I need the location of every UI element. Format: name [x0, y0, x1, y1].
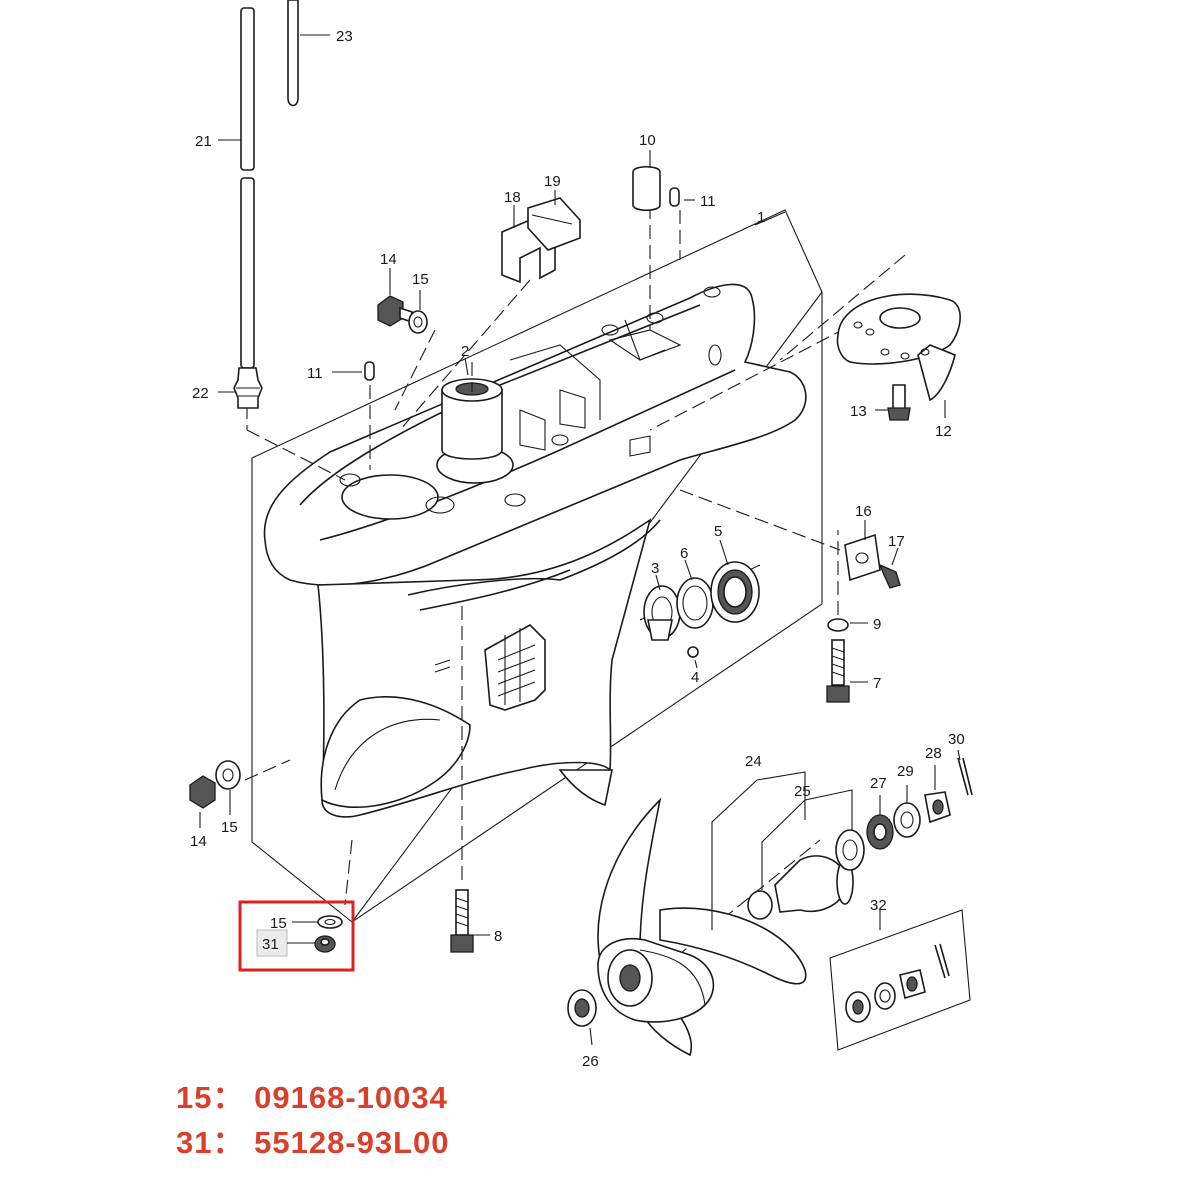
callout-8: 8: [494, 928, 502, 945]
callout-23: 23: [336, 28, 353, 45]
legend-part-number: 09168-10034: [254, 1080, 448, 1115]
callout-6: 6: [680, 545, 688, 562]
callout-11-left: 11: [307, 365, 323, 382]
callout-11-right: 11: [700, 193, 716, 210]
callout-labels: 1 2 3 4 5 6 7 8 9 10 11 11 12 13 14 14 1…: [190, 28, 965, 1070]
callout-21: 21: [195, 133, 212, 150]
callout-22: 22: [192, 385, 209, 402]
callout-28: 28: [925, 745, 942, 762]
bolt-8: [450, 889, 474, 953]
callout-1: 1: [757, 209, 765, 226]
callout-3: 3: [651, 560, 659, 577]
legend-ref-number: 15: [176, 1080, 213, 1115]
shift-rod-assembly: [233, 0, 299, 409]
callout-32: 32: [870, 897, 887, 914]
callout-2: 2: [461, 343, 469, 360]
anode-assembly: [844, 533, 901, 589]
legend-ref-number: 31: [176, 1125, 213, 1160]
callout-25: 25: [794, 783, 811, 800]
callout-15-upper: 15: [412, 271, 429, 288]
parts-legend-line-15: 15： 09168-10034: [176, 1072, 448, 1117]
prop-hardware-set: [747, 757, 973, 920]
callout-27: 27: [870, 775, 887, 792]
gear-case-housing: [263, 283, 807, 818]
callout-30: 30: [948, 731, 965, 748]
leader-lines: [199, 34, 961, 1046]
propeller: [597, 797, 807, 1057]
callout-7: 7: [873, 675, 881, 692]
hardware-kit-box: [829, 909, 971, 1051]
legend-separator: ：: [212, 1080, 245, 1115]
legend-separator: ：: [212, 1125, 245, 1160]
highlight-box: 15 31: [238, 900, 355, 972]
legend-part-number: 55128-93L00: [254, 1125, 450, 1160]
highlight-label-15: 15: [270, 915, 287, 932]
callout-14-upper: 14: [380, 251, 397, 268]
pinion-bearing-set: [643, 561, 760, 658]
callout-26: 26: [582, 1053, 599, 1070]
highlight-label-31: 31: [262, 936, 279, 953]
callout-29: 29: [897, 763, 914, 780]
upper-small-parts: [364, 165, 680, 381]
bolt-7-assembly: [826, 618, 850, 703]
upper-drain-plug: [377, 295, 428, 334]
trim-tab: [836, 293, 961, 421]
callout-18: 18: [504, 189, 521, 206]
parts-legend-line-31: 31： 55128-93L00: [176, 1117, 450, 1162]
callout-10: 10: [639, 132, 656, 149]
callout-13: 13: [850, 403, 867, 420]
callout-12: 12: [935, 423, 952, 440]
callout-15-lower: 15: [221, 819, 238, 836]
callout-16: 16: [855, 503, 872, 520]
callout-5: 5: [714, 523, 722, 540]
callout-24: 24: [745, 753, 762, 770]
lower-drain-plug: [189, 760, 241, 809]
callout-19: 19: [544, 173, 561, 190]
callout-17: 17: [888, 533, 905, 550]
callout-9: 9: [873, 616, 881, 633]
prop-nut: [567, 989, 597, 1027]
callout-4: 4: [691, 669, 699, 686]
callout-14-lower: 14: [190, 833, 207, 850]
